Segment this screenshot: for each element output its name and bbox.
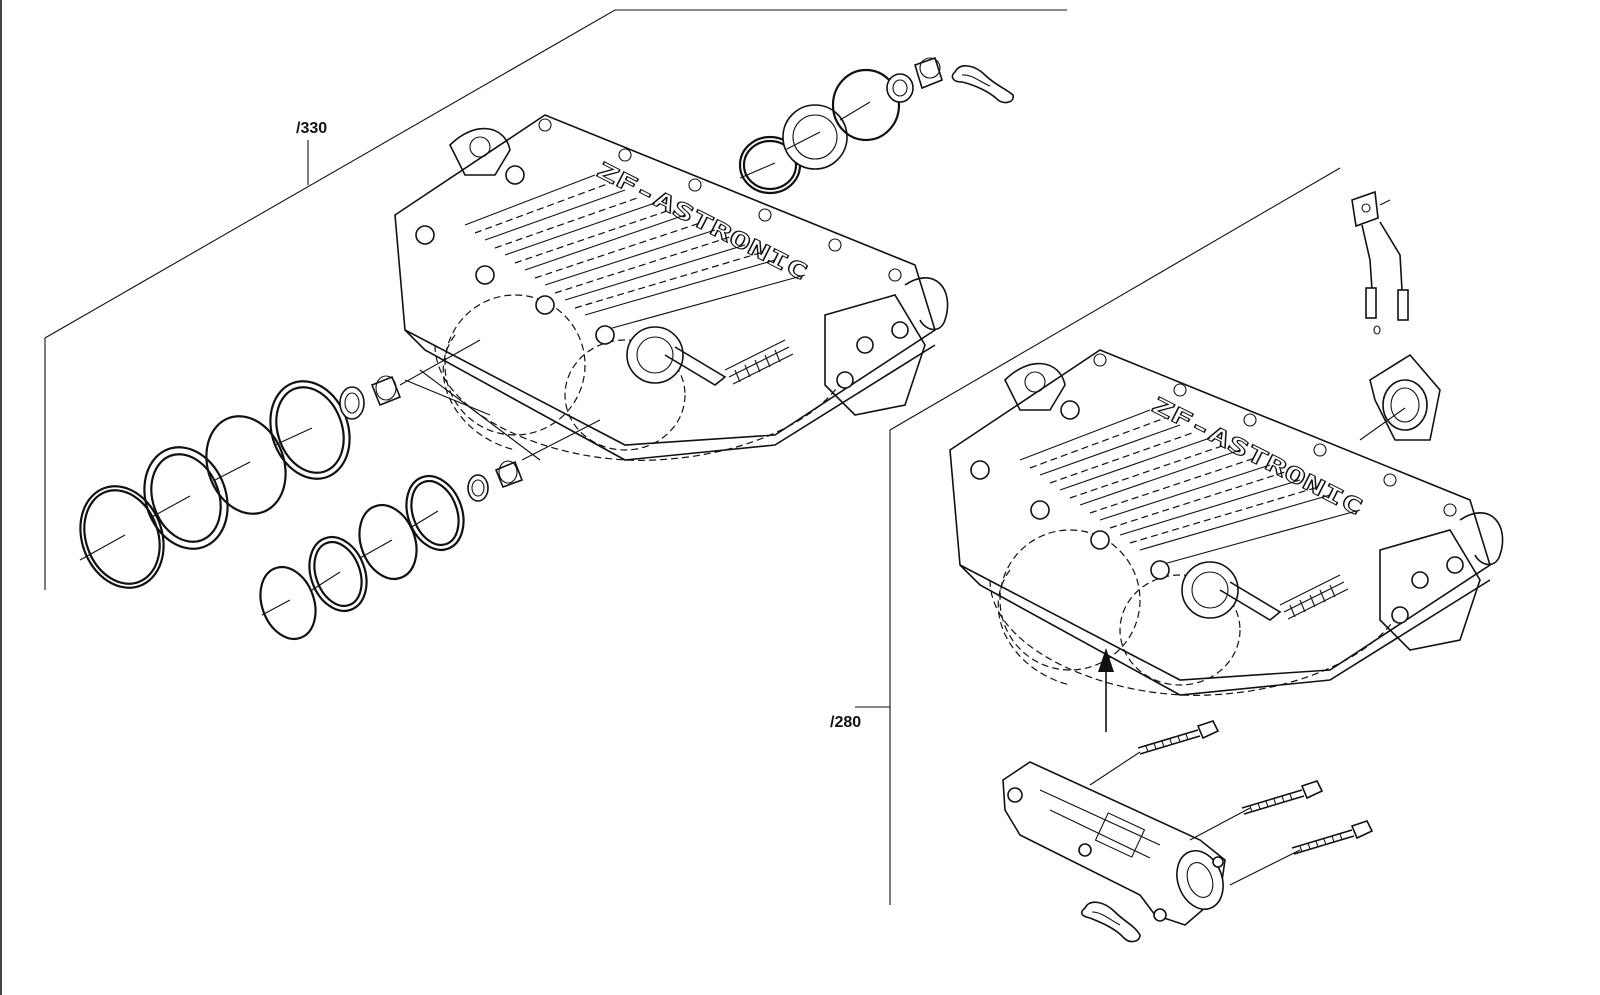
- retaining-clip: [1080, 901, 1141, 943]
- gearbox-housing-330: ZF-ASTRONIC: [394, 114, 949, 462]
- housing-brand-text: ZF-ASTRONIC: [593, 157, 812, 286]
- bolt-1: [1137, 720, 1219, 755]
- shift-actuator: [1002, 751, 1301, 926]
- assembly-280-frame: [855, 167, 1341, 905]
- assembly-arrow: [1098, 648, 1114, 732]
- callout-330: /330: [296, 120, 328, 137]
- page-left-border: [0, 0, 2, 995]
- bolt-3: [1291, 820, 1373, 855]
- speed-sensor: [1351, 190, 1441, 441]
- assembly-330-frame: [44, 9, 1067, 590]
- bolt-2: [1241, 780, 1323, 815]
- callout-280: /280: [830, 714, 862, 731]
- upper-seal-kit: [738, 56, 1015, 195]
- housing-brand-text-280: ZF-ASTRONIC: [1148, 392, 1367, 521]
- lower-seal-kit-row-2: [259, 369, 601, 640]
- lower-seal-kit-row-1: [79, 339, 481, 589]
